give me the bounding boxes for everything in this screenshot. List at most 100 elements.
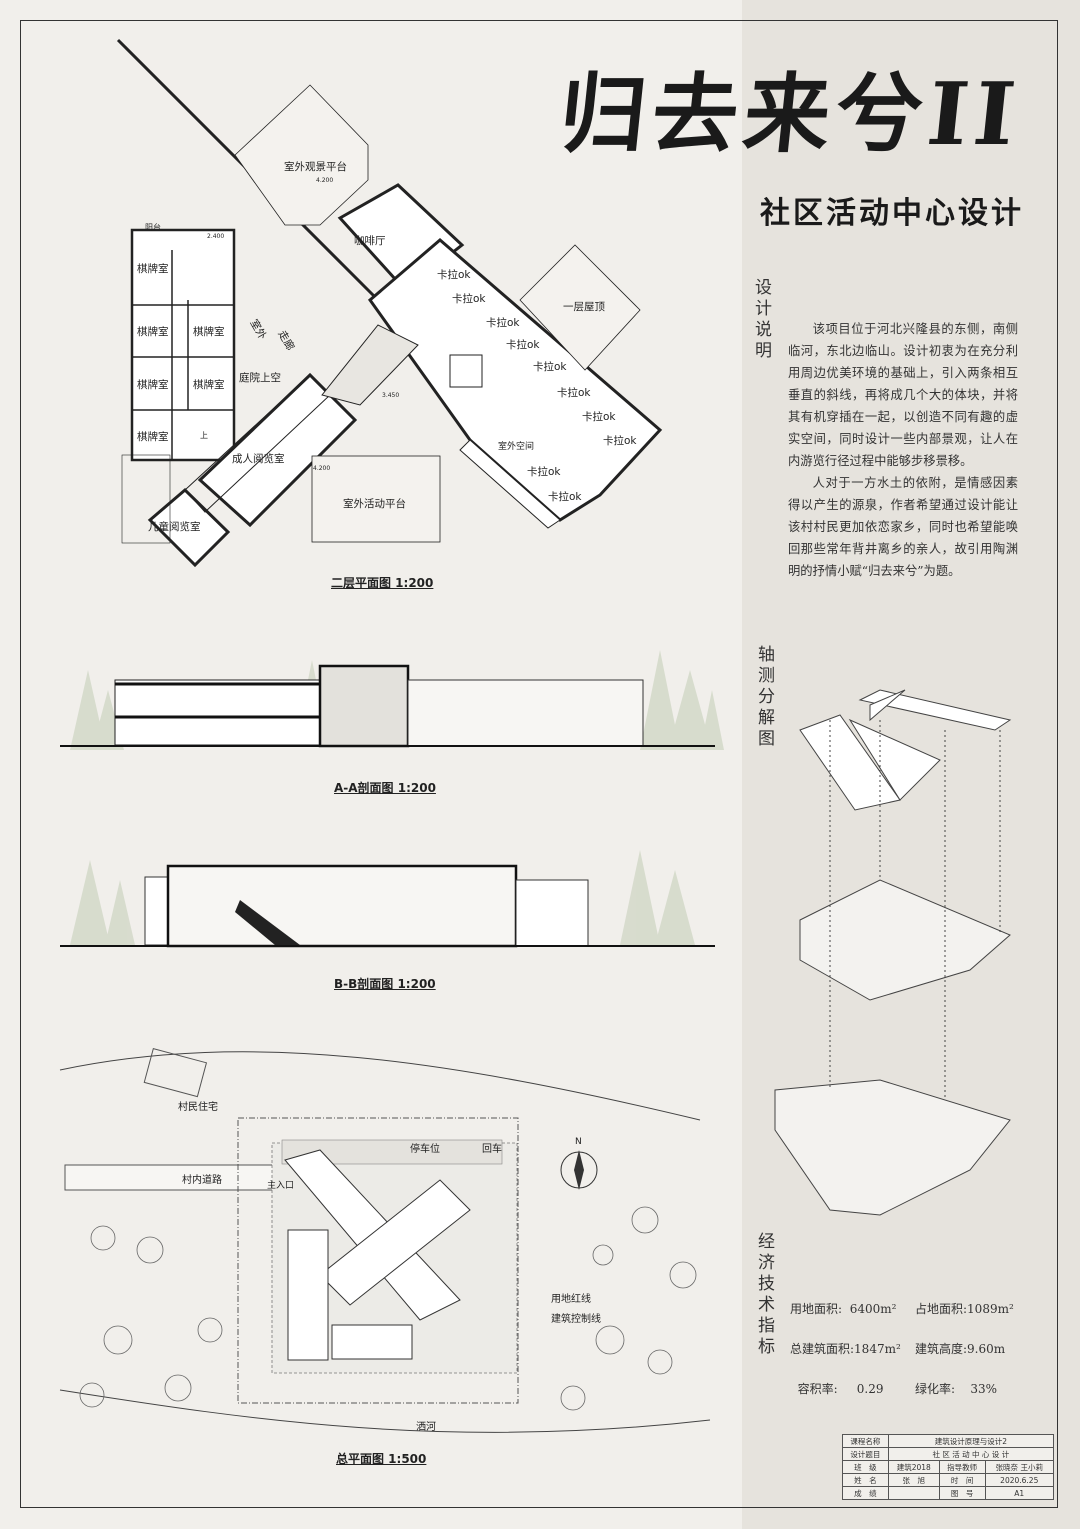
label-karaoke-3: 卡拉ok bbox=[486, 316, 520, 329]
label-main-entrance: 主入口 bbox=[267, 1179, 294, 1191]
outdoor-activity-platform bbox=[311, 455, 441, 543]
axonometric-heading: 轴测分解图 bbox=[754, 645, 774, 750]
economics-heading: 经济技术指标 bbox=[754, 1232, 774, 1358]
label-elev-4: 4.200 bbox=[313, 465, 330, 472]
site-red-line bbox=[237, 1117, 519, 1404]
label-karaoke-4: 卡拉ok bbox=[506, 338, 540, 351]
axo-top-slab-3 bbox=[869, 689, 906, 722]
site-building-cross bbox=[319, 1179, 471, 1306]
label-village-house: 村民住宅 bbox=[178, 1100, 218, 1113]
label-karaoke-1: 卡拉ok bbox=[437, 268, 471, 281]
label-chess-1: 棋牌室 bbox=[137, 262, 169, 275]
site-trees bbox=[79, 1206, 697, 1411]
label-chess-3: 棋牌室 bbox=[193, 325, 225, 338]
aa-right-volume bbox=[407, 679, 644, 747]
village-road bbox=[64, 1164, 291, 1191]
label-chess-5: 棋牌室 bbox=[193, 378, 225, 391]
site-labels: 村民住宅 村内道路 主入口 停车位 回车 用地红线 建筑控制线 洒河 N bbox=[178, 1100, 601, 1433]
label-karaoke-6: 卡拉ok bbox=[557, 386, 591, 399]
label-adult-reading: 成人阅览室 bbox=[232, 452, 285, 465]
bb-main-volume bbox=[166, 864, 518, 948]
bb-trees bbox=[70, 850, 695, 945]
caption-section-aa: A-A剖面图 1:200 bbox=[334, 781, 436, 795]
label-viewing: 室外观景平台 bbox=[284, 160, 347, 173]
stair bbox=[449, 354, 483, 388]
label-turnaround: 回车 bbox=[482, 1142, 502, 1155]
kids-reading-room bbox=[147, 487, 231, 568]
poster-frame bbox=[20, 20, 1058, 1508]
label-red-line: 用地红线 bbox=[551, 1292, 591, 1305]
viewing-platform bbox=[234, 84, 369, 226]
footprint-area: 占地面积:1089m² bbox=[915, 1302, 1014, 1316]
aa-left-volume bbox=[114, 679, 321, 746]
axo-top-slab-4 bbox=[848, 718, 941, 801]
river-bank bbox=[59, 1389, 711, 1433]
label-karaoke-7: 卡拉ok bbox=[582, 410, 616, 423]
design-notes-heading: 设计说明 bbox=[751, 278, 771, 362]
design-paragraph-2: 人对于一方水土的依附，是情感因素得以产生的源泉，作者希望通过设计能让该村村民更加… bbox=[788, 476, 1018, 578]
lower-terrace bbox=[121, 454, 171, 544]
label-roof: 一层屋顶 bbox=[563, 301, 605, 313]
tb-cell bbox=[887, 1486, 940, 1500]
poster-subtitle: 社区活动中心设计 bbox=[760, 196, 1024, 231]
label-corridor-b: 走廊 bbox=[275, 328, 297, 353]
label-elev-1: 4.200 bbox=[316, 177, 333, 184]
floor2-plan bbox=[116, 38, 663, 568]
chess-wing bbox=[130, 228, 236, 462]
green-ratio: 绿化率: 33% bbox=[915, 1382, 997, 1396]
gross-floor-area: 总建筑面积:1847m² bbox=[790, 1342, 901, 1356]
label-outdoor-platform: 室外活动平台 bbox=[343, 497, 406, 510]
north-arrow-needle bbox=[574, 1150, 584, 1190]
label-balcony: 阳台 bbox=[145, 222, 161, 232]
label-control-line: 建筑控制线 bbox=[551, 1312, 601, 1325]
caption-section-bb: B-B剖面图 1:200 bbox=[334, 977, 436, 991]
title-block: 课程名称建筑设计原理与设计2 设计题目社 区 活 动 中 心 设 计 班 级建筑… bbox=[842, 1434, 1055, 1500]
adult-reading-room bbox=[197, 372, 358, 528]
site-plan bbox=[59, 1047, 711, 1433]
label-village-road: 村内道路 bbox=[182, 1173, 222, 1186]
label-outdoor-space: 室外空间 bbox=[498, 440, 534, 452]
bb-right-volume bbox=[515, 879, 589, 947]
floor-area-ratio: 容积率: 0.29 bbox=[797, 1382, 884, 1396]
label-cafe: 咖啡厅 bbox=[354, 235, 386, 247]
label-chess-6: 棋牌室 bbox=[137, 430, 169, 443]
village-house bbox=[143, 1047, 208, 1098]
label-karaoke-10: 卡拉ok bbox=[548, 490, 582, 503]
section-aa bbox=[60, 650, 724, 750]
design-paragraph-1: 该项目位于河北兴隆县的东侧，南侧临河，东北边临山。设计初衷为在充分利用周边优美环… bbox=[788, 322, 1018, 468]
courtyard-void bbox=[321, 324, 419, 406]
label-courtyard: 庭院上空 bbox=[239, 371, 281, 384]
ground-floor-roof bbox=[519, 244, 641, 371]
label-up: 上 bbox=[200, 431, 208, 440]
site-building-south bbox=[331, 1324, 413, 1360]
label-parking: 停车位 bbox=[410, 1142, 440, 1155]
label-elev-2: 2.400 bbox=[207, 233, 224, 240]
label-north: N bbox=[575, 1137, 582, 1147]
aa-central-volume bbox=[318, 664, 410, 748]
site-building-west bbox=[287, 1229, 329, 1361]
label-karaoke-2: 卡拉ok bbox=[452, 292, 486, 305]
section-bb bbox=[60, 850, 715, 948]
label-river: 洒河 bbox=[416, 1420, 436, 1433]
label-karaoke-9: 卡拉ok bbox=[527, 465, 561, 478]
economic-indicators: 用地面积: 6400m² 占地面积:1089m² 总建筑面积:1847m² 建筑… bbox=[790, 1300, 1040, 1420]
tb-cell: A1 bbox=[984, 1486, 1055, 1500]
axo-mid-level bbox=[799, 879, 1011, 1001]
axo-ground-level bbox=[774, 1079, 1011, 1216]
site-contour bbox=[59, 1051, 701, 1121]
label-karaoke-5: 卡拉ok bbox=[533, 360, 567, 373]
site-area: 用地面积: 6400m² bbox=[790, 1302, 897, 1316]
label-elev-3: 3.450 bbox=[382, 392, 399, 399]
caption-floor2: 二层平面图 1:200 bbox=[331, 576, 434, 590]
axo-top-slab-2 bbox=[858, 689, 1012, 731]
label-chess-2: 棋牌室 bbox=[137, 325, 169, 338]
label-corridor-a: 室外 bbox=[247, 317, 269, 342]
label-kids-reading: 儿童阅览室 bbox=[148, 520, 201, 533]
wing-edge bbox=[459, 439, 561, 529]
caption-site: 总平面图 1:500 bbox=[336, 1452, 427, 1466]
aa-trees bbox=[70, 650, 724, 750]
axonometric-diagram bbox=[774, 689, 1012, 1216]
label-chess-4: 棋牌室 bbox=[137, 378, 169, 391]
